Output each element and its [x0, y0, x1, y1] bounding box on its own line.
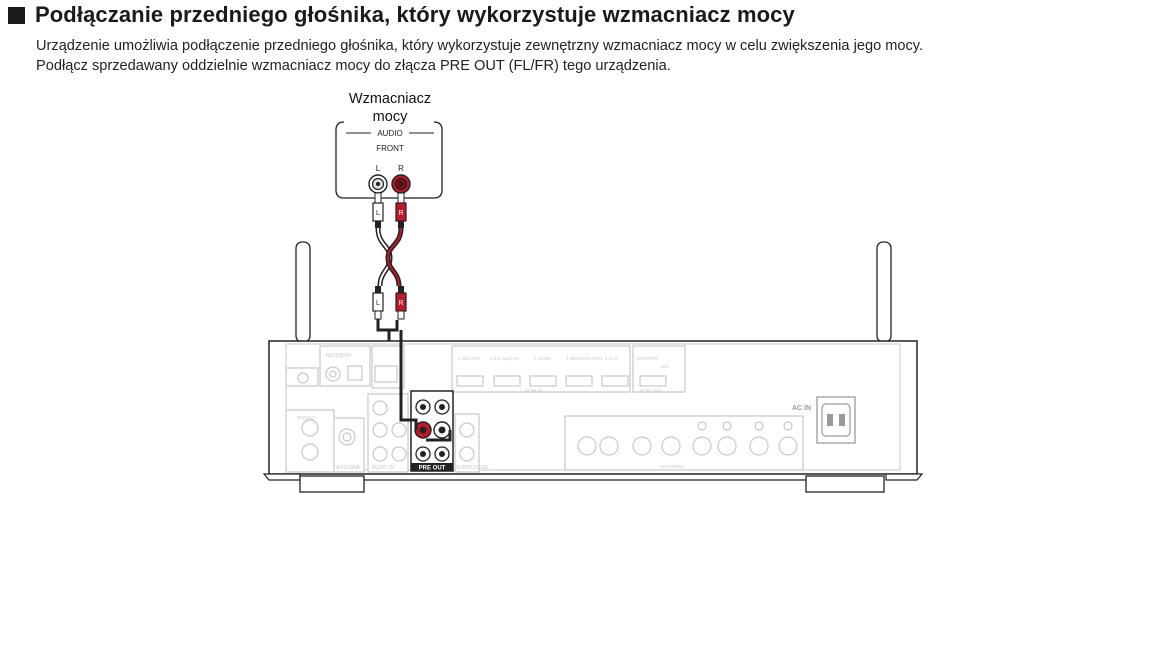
pre-out-front-left-jack — [433, 421, 451, 439]
amplifier-label-line-1: Wzmacniacz — [348, 91, 432, 107]
monitor-text: MONITOR — [637, 356, 659, 361]
section-heading: Podłączanie przedniego głośnika, który w… — [8, 2, 795, 28]
pre-out-text: PRE OUT — [419, 466, 446, 472]
phono-text: PHONO — [297, 416, 315, 422]
hdmi-input-3: 3 GAME — [534, 356, 551, 361]
upper-right-plug: R — [395, 192, 407, 228]
subwoofer-text: SUBWOOFER — [456, 465, 489, 471]
hdmi-input-4: 4 MEDIA PLAYER — [566, 356, 603, 361]
amplifier-left-label: L — [376, 164, 381, 173]
amplifier-label-line-2: mocy — [372, 109, 408, 125]
lower-plug-l-text: L — [376, 300, 380, 307]
faded-speaker-terminals — [564, 415, 804, 471]
amplifier-left-jack — [368, 174, 388, 194]
description-line-2: Podłącz sprzedawany oddzielnie wzmacniac… — [36, 58, 671, 74]
hdmi-out-text: HDMI OUT — [640, 388, 662, 393]
description: Urządzenie umożliwia podłączenie przedni… — [36, 36, 923, 76]
pre-out-connectors: PRE OUT — [410, 390, 454, 472]
amplifier-audio-label: AUDIO — [377, 129, 402, 138]
upper-plug-r-text: R — [398, 210, 403, 217]
amplifier-label: Wzmacniacz mocy — [338, 90, 442, 126]
amplifier-right-label: R — [398, 164, 404, 173]
hdmi-input-5: 5 AUX — [605, 356, 618, 361]
hdmi-input-2: 2 Blu-ray/DVD — [490, 356, 520, 361]
description-line-1: Urządzenie umożliwia podłączenie przedni… — [36, 38, 924, 54]
power-amplifier: AUDIO FRONT L R — [335, 121, 443, 199]
network-text: NETWORK — [326, 353, 352, 359]
arc-text: ARC — [660, 364, 670, 369]
faded-hdmi-section — [451, 345, 686, 393]
page-title: Podłączanie przedniego głośnika, który w… — [35, 2, 795, 27]
faded-left-connectors — [285, 345, 480, 473]
lower-left-plug: L — [372, 286, 384, 320]
hdmi-in-text: HDMI IN — [525, 388, 542, 393]
ac-in-text: AC IN — [792, 405, 811, 412]
audio-in-text: AUDIO IN — [372, 465, 395, 471]
receiver-rear-panel: NETWORK PHONO ANTENNA AUDIO IN SUBWOOFER… — [262, 241, 924, 493]
square-bullet-icon — [8, 6, 25, 24]
upper-left-plug: L — [372, 192, 384, 228]
speakers-text: SPEAKERS — [660, 464, 684, 469]
hdmi-input-1: 1 CBL/SAT — [458, 356, 480, 361]
lower-right-plug: R — [395, 286, 407, 320]
amplifier-right-jack — [391, 174, 411, 194]
upper-plug-l-text: L — [376, 210, 380, 217]
lower-plug-r-text: R — [398, 300, 403, 307]
amplifier-front-label: FRONT — [376, 144, 404, 153]
antenna-text: ANTENNA — [336, 465, 361, 471]
ac-inlet: AC IN — [792, 396, 856, 444]
